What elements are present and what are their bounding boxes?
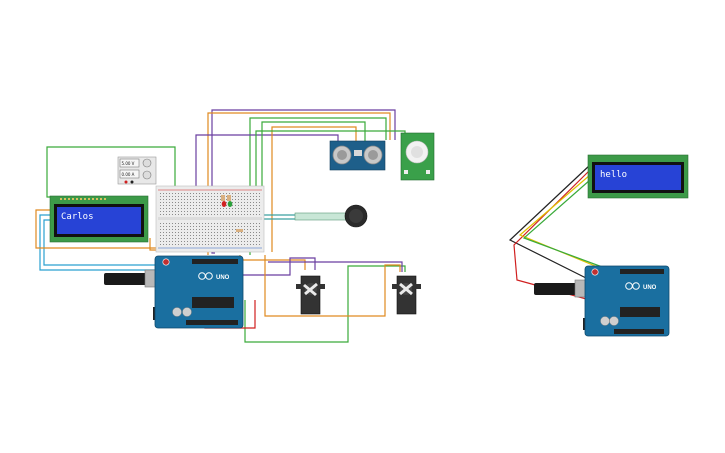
wire-blue-lcd-2[interactable] xyxy=(43,219,155,266)
current-display xyxy=(119,169,140,179)
current-knob-icon[interactable] xyxy=(142,170,152,180)
positive-terminal-icon[interactable] xyxy=(124,180,128,184)
wire-green-lcd[interactable] xyxy=(46,146,176,198)
breadboard-holes[interactable] xyxy=(160,193,260,245)
lcd-left[interactable]: Carlos xyxy=(49,195,149,243)
wire-orange-sonar[interactable] xyxy=(271,126,357,252)
wire-orange-lcd[interactable] xyxy=(35,209,200,249)
wire-black-right[interactable] xyxy=(508,164,591,281)
wire-blue-lcd-1[interactable] xyxy=(39,214,160,271)
arduino-left-brand: UNO xyxy=(216,275,230,281)
negative-terminal-icon[interactable] xyxy=(130,180,134,184)
arduino-right-brand: UNO xyxy=(643,285,657,291)
lcd-left-screen xyxy=(57,207,141,234)
wire-purple-top[interactable] xyxy=(211,109,396,254)
force-sensor[interactable] xyxy=(294,204,368,228)
wire-purple-servo-2[interactable] xyxy=(268,261,403,272)
voltage-display xyxy=(119,158,140,168)
lcd-right-screen xyxy=(595,165,681,190)
lcd-right-text: hello xyxy=(600,170,627,180)
led-green[interactable] xyxy=(227,201,233,207)
wire-orange-top[interactable] xyxy=(207,112,391,255)
arduino-left[interactable]: UNO xyxy=(104,255,244,329)
arduino-right[interactable]: UNO xyxy=(534,265,670,337)
voltage-knob-icon[interactable] xyxy=(142,158,152,168)
pir-sensor[interactable] xyxy=(400,132,435,181)
wire-yellow-right[interactable] xyxy=(518,174,601,269)
wire-green-right[interactable] xyxy=(522,179,606,269)
resistor-3[interactable] xyxy=(236,229,243,232)
lcd-right[interactable]: hello xyxy=(587,154,689,199)
arduino-logo-left-icon xyxy=(198,272,213,280)
microcontroller-chip-right xyxy=(620,307,660,317)
wire-green-sonar[interactable] xyxy=(261,121,366,200)
resistor-2[interactable] xyxy=(227,195,231,201)
led-red[interactable] xyxy=(221,201,227,207)
servo-1[interactable] xyxy=(296,275,325,315)
wire-orange-servo-2[interactable] xyxy=(264,255,401,317)
power-supply[interactable]: 5.00 V 0.00 A xyxy=(117,156,157,185)
reset-button-left[interactable] xyxy=(162,258,170,266)
lcd-left-pins xyxy=(60,198,106,200)
voltage-readout: 5.00 V xyxy=(122,161,135,166)
reset-button-right[interactable] xyxy=(591,268,599,276)
current-readout: 0.00 A xyxy=(122,172,135,177)
resistor-1[interactable] xyxy=(221,195,225,201)
ultrasonic-sensor[interactable] xyxy=(329,140,386,171)
servo-2[interactable] xyxy=(392,275,421,315)
arduino-logo-right-icon xyxy=(625,282,640,290)
microcontroller-chip-left xyxy=(192,297,234,308)
lcd-left-text: Carlos xyxy=(61,212,94,222)
breadboard[interactable] xyxy=(155,185,265,253)
wire-green-servo-2[interactable] xyxy=(244,265,406,343)
